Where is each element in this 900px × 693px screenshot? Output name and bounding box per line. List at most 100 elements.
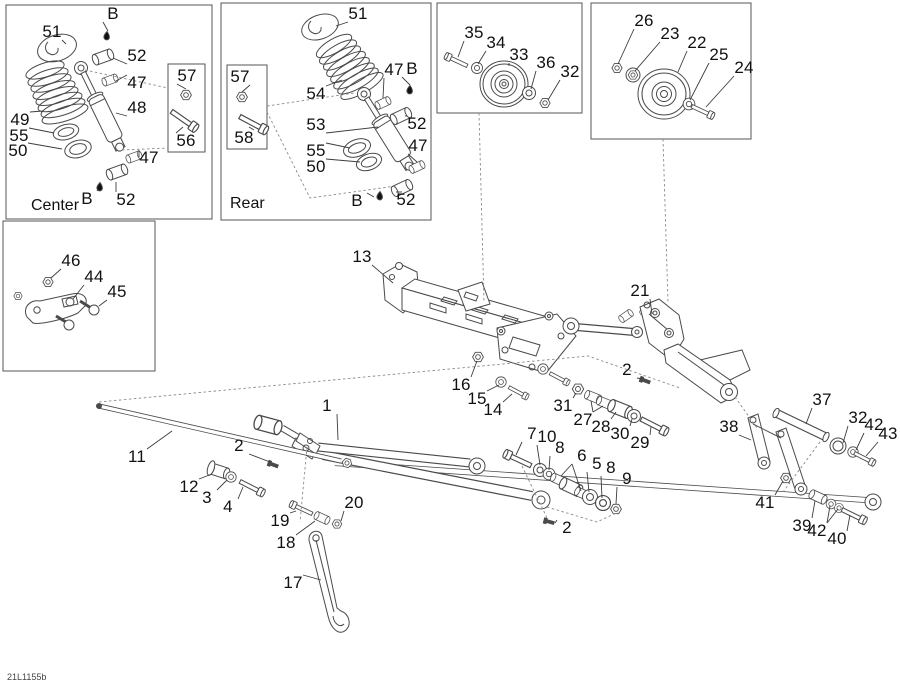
leader-line [50,268,62,279]
figure-code: 21L1155b [7,672,47,682]
shock-absorber-53 [357,87,416,172]
wheel-22 [637,68,691,120]
leader-line [325,126,379,134]
leader-line [629,418,633,427]
leader-line [689,62,710,101]
leader-line [855,432,865,451]
limiter-strap-17 [287,499,350,633]
rear-bolt-inset-box [226,64,268,150]
leader-line [610,411,617,420]
leader-line [198,473,213,480]
leader-line [176,83,187,90]
leader-line [502,393,513,403]
leader-line [677,50,688,73]
leader-line [248,126,255,131]
leader-line [295,520,316,536]
bolt-45a [79,299,100,316]
leader-line [335,21,349,27]
leader-line [530,70,537,90]
leader-line [115,74,128,82]
leader-line [340,510,345,522]
leader-line [592,405,604,413]
leader-line [96,188,99,192]
rear-box-title: Rear [230,195,265,212]
leader-line [846,514,851,532]
leader-line [175,126,184,134]
leader-line [28,127,55,134]
stopper-group-37-43 [747,407,878,526]
wheel-box [590,2,752,140]
coil-spring-49 [25,60,89,125]
wheel-group [611,63,717,121]
bracket-group [13,277,100,331]
leader-line [826,508,839,524]
support-bracket-44 [25,293,87,324]
leader-line [98,299,108,307]
leader-line [216,479,228,491]
bracket-box [2,220,156,372]
leader-line [325,158,361,163]
leader-line [371,264,394,284]
leader-line [27,142,63,150]
spring-cap-51-rear [301,13,339,41]
leader-line [325,142,351,149]
washer-55 [52,123,80,141]
leader-line [477,50,487,65]
center-shock-assembly [25,31,201,192]
leader-line [572,392,577,399]
idler-wheel-group [442,51,551,108]
leader-line [72,284,85,300]
leader-line [241,84,251,93]
leader-line [636,377,644,380]
leader-line [865,441,879,457]
leader-line [615,486,618,505]
rear-shock-box [220,2,432,221]
leader-line [407,153,418,163]
leader-line [705,75,735,108]
leader-line [486,384,500,392]
leader-line [115,112,128,117]
arm-mount-stack-5-10 [501,448,622,527]
leader-line [738,434,752,441]
leader-line [102,21,109,32]
leader-line [146,430,173,450]
washer-50-rear [355,152,383,172]
leader-line [336,413,339,441]
leader-line [649,426,652,436]
center-shock-box [5,4,213,220]
leader-line [649,298,653,315]
leader-line [325,79,343,87]
ring-32 [829,437,847,455]
cross-member-13 [382,262,577,374]
leader-line [811,500,816,519]
leader-line [600,475,603,499]
leader-line [554,519,558,524]
inset-box-frames [2,2,752,372]
leader-line [237,486,244,500]
leader-line [61,39,67,45]
idler-wheel-box [436,2,583,114]
spring-cap-51 [37,33,77,63]
coil-spring-54 [315,33,384,100]
leader-line [366,192,375,198]
assembly-reference-lines [84,69,821,523]
front-arm-assembly-1 [251,413,882,511]
leader-line [586,471,590,493]
leader-line [842,425,849,444]
leader-line [457,40,465,58]
leader-line [470,360,478,378]
leader-line [515,441,523,456]
leader-line [560,463,573,477]
bolt-45b [55,314,75,331]
leader-line [634,41,661,72]
center-bolt-inset-box [167,63,206,153]
leader-line [401,76,411,86]
torsion-bar-11 [96,403,354,499]
rocker-arm-21 [562,298,751,404]
leader-line [571,463,582,492]
leader-line [289,510,297,514]
idler-wheel-33 [479,60,529,108]
